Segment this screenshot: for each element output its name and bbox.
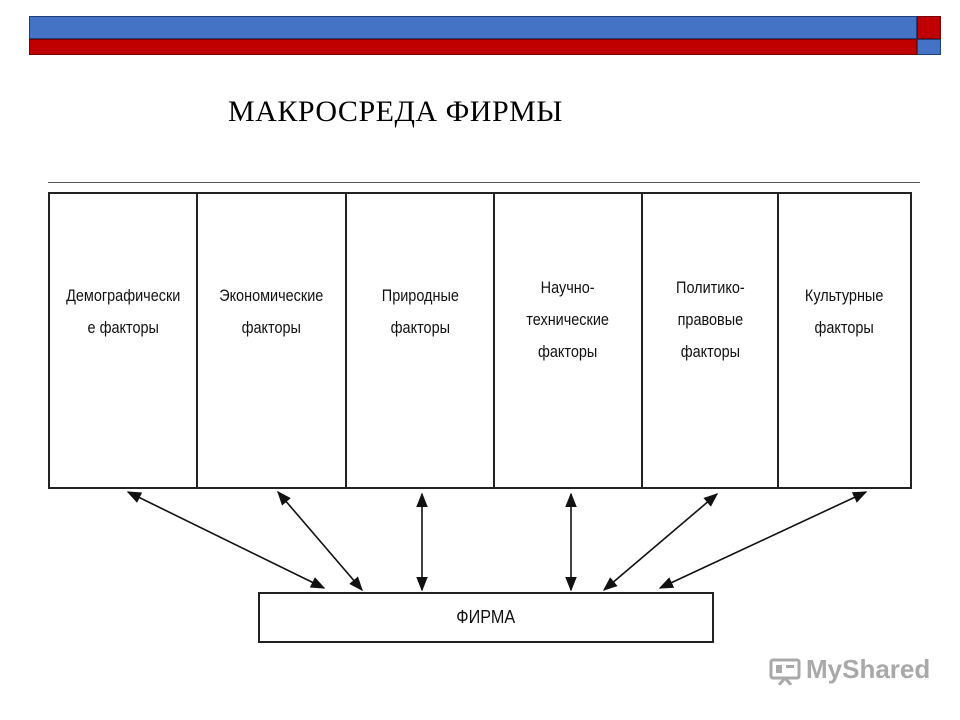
- factor-cultural: Культурные факторы: [779, 194, 910, 487]
- page-title: МАКРОСРЕДА ФИРМЫ: [228, 95, 563, 128]
- blue-square: [917, 39, 941, 55]
- red-stripe: [29, 39, 917, 55]
- red-square: [917, 16, 941, 39]
- watermark-text: MyShared: [806, 654, 931, 684]
- factor-label: Экономические факторы: [219, 286, 324, 337]
- factor-scientific-technical: Научно- технические факторы: [495, 194, 643, 487]
- firm-label: ФИРМА: [456, 607, 516, 627]
- decorative-top-bar: [29, 16, 941, 55]
- presentation-icon: [769, 658, 801, 685]
- factor-demographic: Демографически е факторы: [50, 194, 198, 487]
- factor-natural: Природные факторы: [347, 194, 495, 487]
- arrow-economic: [277, 490, 363, 592]
- arrow-political-legal: [602, 493, 719, 591]
- factors-box: Демографически е факторы Экономические ф…: [48, 192, 912, 489]
- blue-stripe: [29, 16, 917, 39]
- arrow-cultural: [658, 491, 868, 589]
- firm-box: ФИРМА: [258, 592, 714, 643]
- factor-political-legal: Политико- правовые факторы: [643, 194, 779, 487]
- watermark-logo: MyShared: [768, 654, 930, 685]
- factor-label: Культурные факторы: [805, 286, 884, 337]
- arrow-demographic: [126, 491, 326, 589]
- factor-label: Научно- технические факторы: [526, 278, 610, 361]
- factor-economic: Экономические факторы: [198, 194, 347, 487]
- factor-label: Демографически е факторы: [65, 286, 181, 337]
- factor-label: Политико- правовые факторы: [675, 278, 745, 361]
- title-divider: [48, 182, 920, 183]
- factor-label: Природные факторы: [381, 286, 459, 337]
